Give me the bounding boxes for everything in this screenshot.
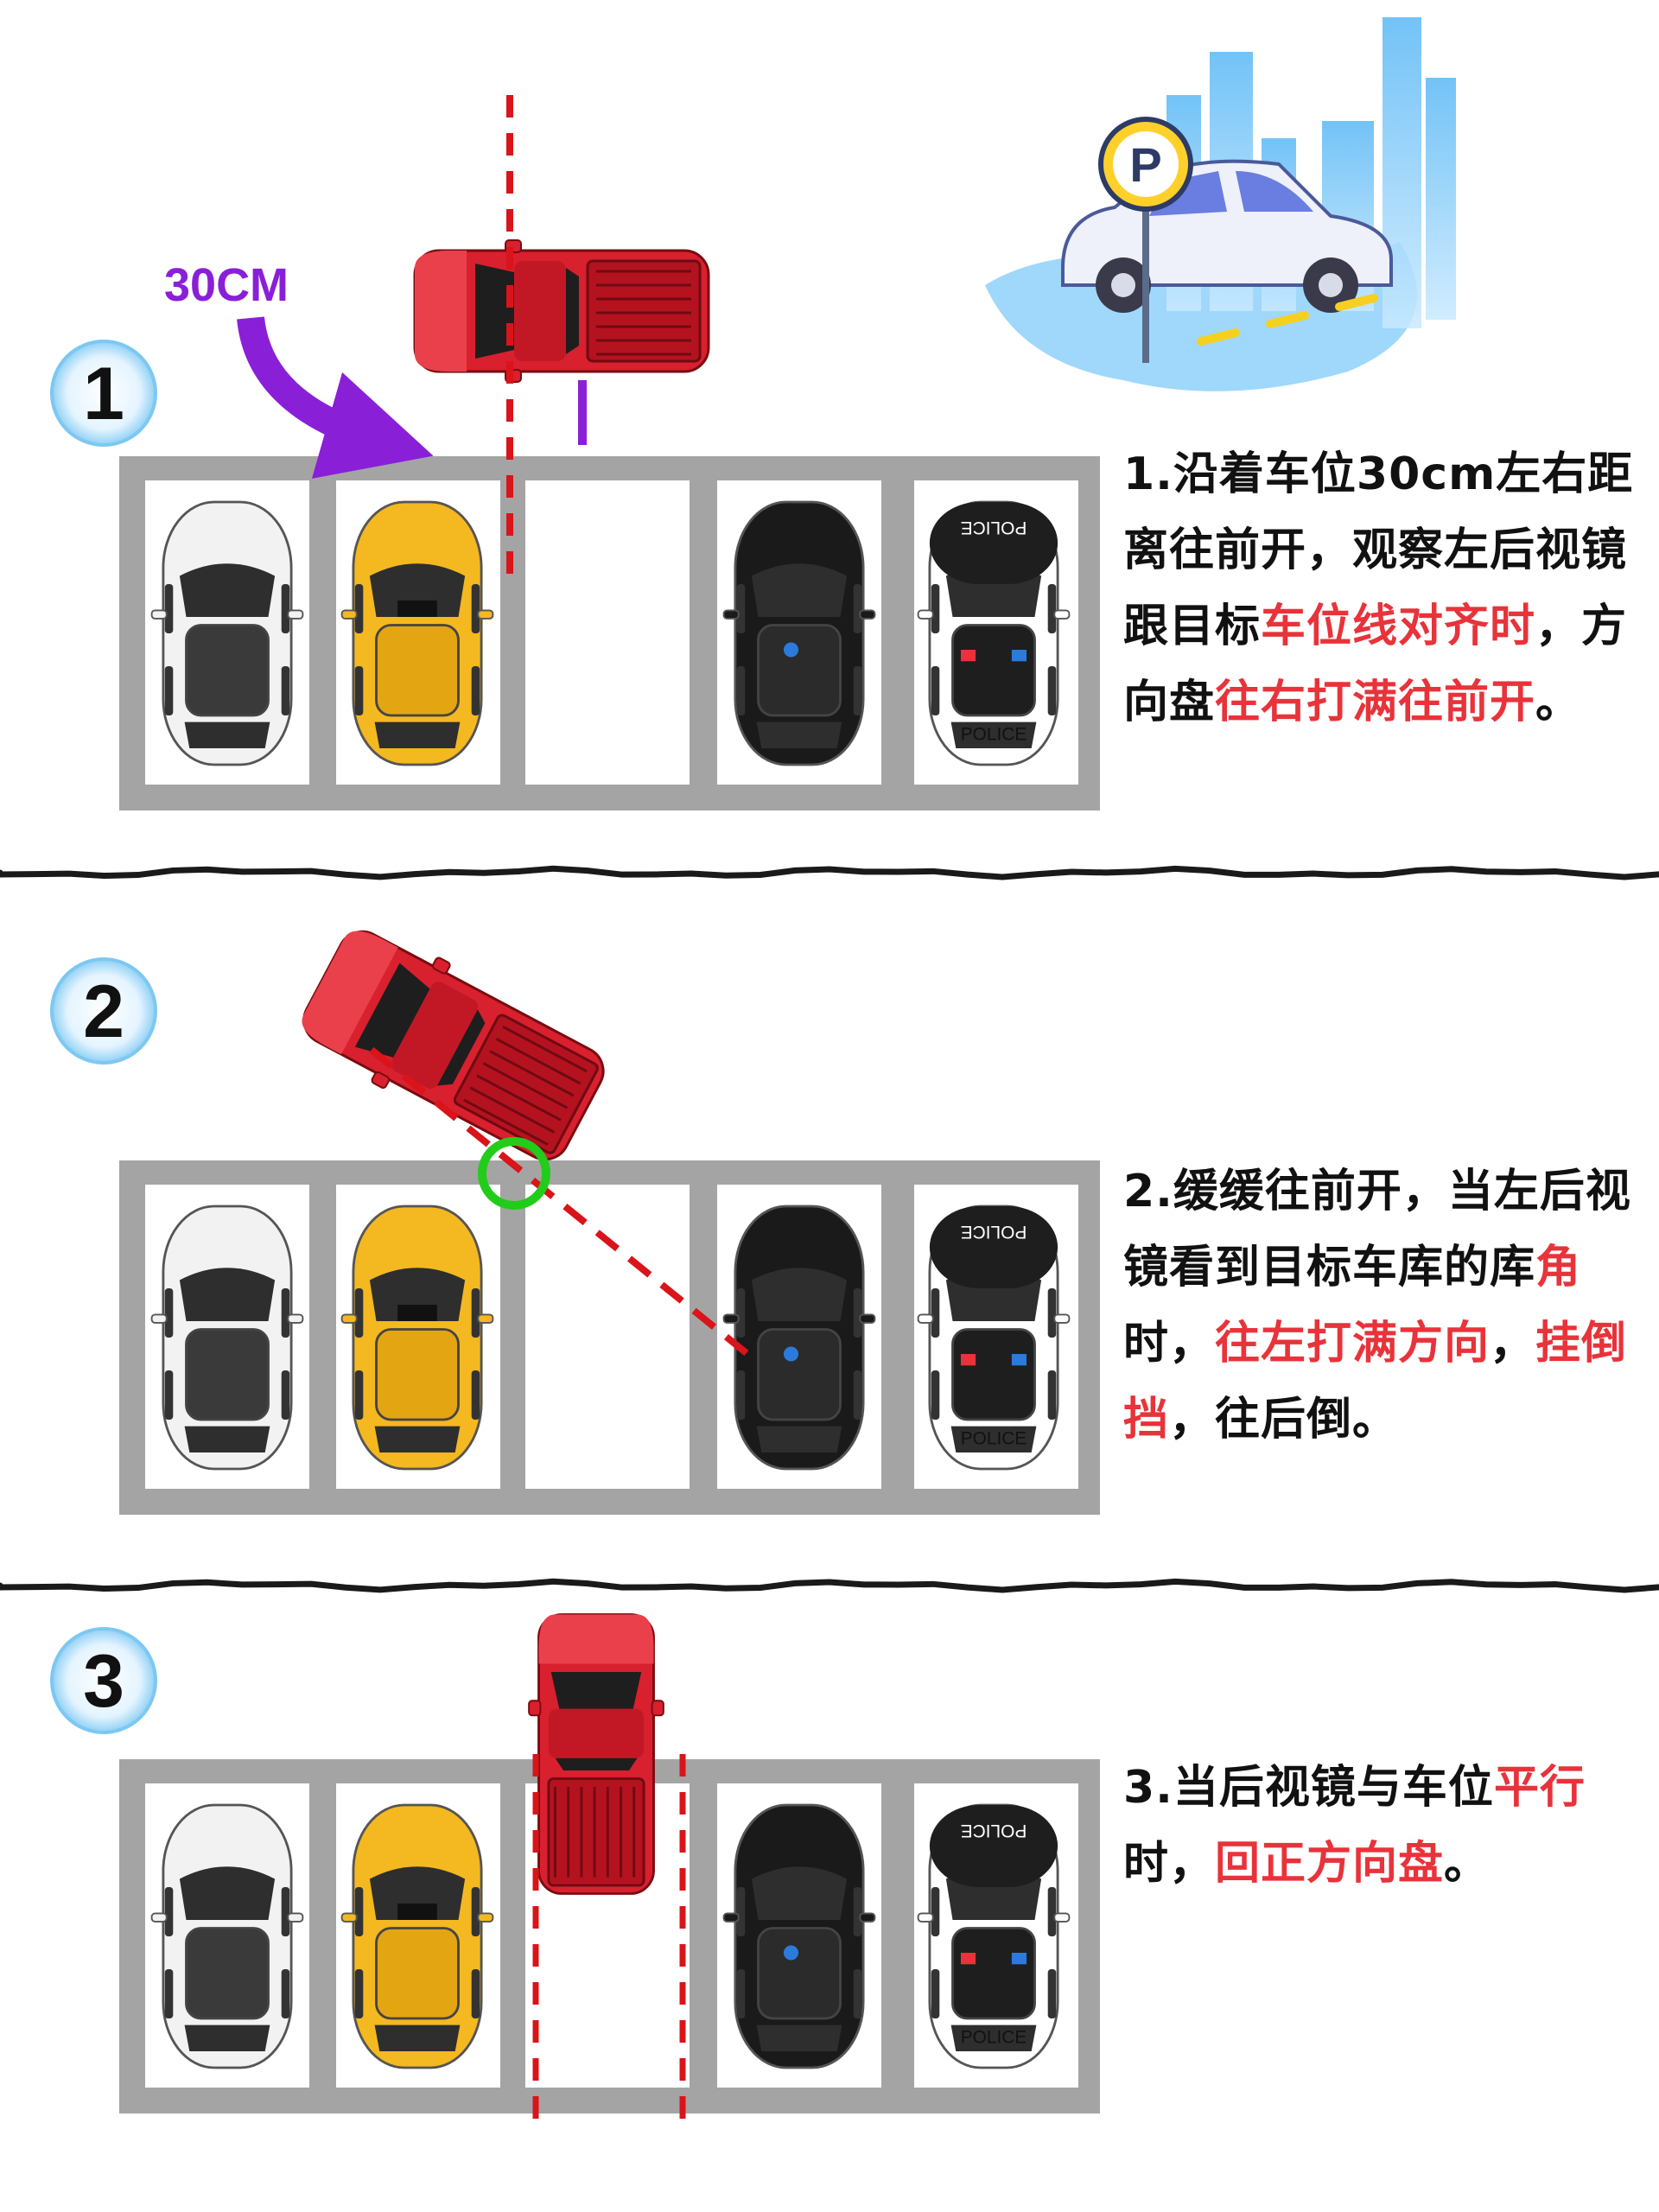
- police-car-hood: [929, 502, 1058, 584]
- parking-space: [525, 480, 690, 785]
- black-car: [722, 1803, 876, 2069]
- instruction-text: 时，: [1123, 1318, 1216, 1370]
- instruction-text: 时，: [1123, 1838, 1216, 1890]
- black-car-light: [783, 642, 799, 658]
- white-car: [150, 1205, 304, 1471]
- highlight-text: 角: [1535, 1242, 1582, 1294]
- road-marking: [1335, 294, 1378, 311]
- header-car-hub: [1319, 273, 1343, 297]
- highlight-text: 往左打满方向: [1215, 1318, 1491, 1370]
- black-car-shape: [722, 1205, 876, 1471]
- police-car-hood: [929, 1206, 1058, 1288]
- police-light-red: [961, 650, 976, 662]
- instruction-text: 。: [1535, 677, 1582, 728]
- white-car-shape: [150, 500, 304, 766]
- white-car-shape: [150, 1205, 304, 1471]
- road-marking: [1266, 311, 1309, 328]
- police-light-red: [961, 1953, 976, 1965]
- red-pickup-step-3: [527, 1613, 665, 1895]
- police-label-hood: POLICE: [961, 518, 1027, 537]
- step-1-instruction: 1.沿着车位30cm左右距离往前开，观察左后视镜跟目标车位线对齐时，方向盘往右打…: [1123, 436, 1642, 741]
- step-2-instruction: 2.缓缓往前开，当左后视镜看到目标车库的库角时，往左打满方向，挂倒挡，往后倒。: [1123, 1154, 1642, 1458]
- highlight-text: 挂倒挡: [1123, 1318, 1628, 1446]
- parking-sign-face: [1113, 131, 1179, 197]
- police-label-hood: POLICE: [961, 1821, 1027, 1840]
- step-badge-number: 2: [83, 970, 124, 1053]
- instruction-text: 3.当后视镜与车位: [1123, 1762, 1494, 1814]
- highlight-text: 平行: [1493, 1762, 1586, 1814]
- police-label: POLICE: [961, 2028, 1027, 2048]
- police-light-blue: [1011, 650, 1027, 662]
- police-lightbar: [961, 1354, 1027, 1366]
- instruction-text: ，: [1490, 1318, 1536, 1370]
- step-badge-number: 3: [83, 1640, 124, 1723]
- highlight-text: 往右打满往前开: [1215, 677, 1536, 728]
- header-car-hub: [1111, 273, 1135, 297]
- police-car-hood: [929, 1805, 1058, 1887]
- step-3-instruction: 3.当后视镜与车位平行时，回正方向盘。: [1123, 1750, 1642, 1902]
- police-car: POLICE POLICE: [917, 500, 1071, 766]
- police-lightbar: [961, 650, 1027, 662]
- parking-sign-letter: P: [1129, 137, 1161, 192]
- parking-space: [525, 1185, 690, 1489]
- black-car: [722, 500, 876, 766]
- section-divider: [0, 1578, 1659, 1593]
- building: [1426, 78, 1456, 320]
- section-divider: [0, 865, 1659, 880]
- red-pickup-step-1: [413, 238, 710, 384]
- step-badge-icon: [50, 957, 157, 1065]
- instruction-text: 。: [1444, 1838, 1491, 1890]
- taxi-car-shape: [340, 1803, 494, 2069]
- black-car-light: [783, 1346, 799, 1362]
- black-car-shape: [722, 1803, 876, 2069]
- taxi-car: [340, 1205, 494, 1471]
- police-car: POLICE POLICE: [917, 1803, 1071, 2069]
- taxi-sign: [397, 1904, 437, 1920]
- step-badge-number: 1: [83, 353, 124, 435]
- white-car: [150, 500, 304, 766]
- step-badge-icon: [50, 340, 157, 447]
- police-light-blue: [1011, 1953, 1027, 1965]
- red-pickup-step-2: [289, 912, 619, 1179]
- white-car-shape: [150, 1803, 304, 2069]
- police-light-blue: [1011, 1354, 1027, 1366]
- instruction-text: ，方向盘: [1123, 601, 1628, 728]
- police-lightbar: [961, 1953, 1027, 1965]
- instruction-text: 2.缓缓往前开，当左后视镜看到目标车库的库: [1123, 1166, 1631, 1294]
- lot-corner-marker: [478, 1137, 550, 1210]
- highlight-text: 车位线对齐时: [1261, 601, 1536, 652]
- taxi-sign: [397, 601, 437, 617]
- instruction-text: 1.沿着车位30cm左右距离往前开，观察左后视镜跟目标: [1123, 448, 1634, 652]
- white-car: [150, 1803, 304, 2069]
- turn-arrow-icon: [237, 315, 434, 479]
- police-light-red: [961, 1354, 976, 1366]
- taxi-car-shape: [340, 500, 494, 766]
- police-label: POLICE: [961, 725, 1027, 745]
- taxi-sign: [397, 1305, 437, 1321]
- black-car-light: [783, 1945, 799, 1961]
- taxi-car: [340, 1803, 494, 2069]
- road-marking: [1197, 328, 1240, 346]
- step-badge-icon: [50, 1627, 157, 1734]
- taxi-car: [340, 500, 494, 766]
- header-car-window: [1236, 171, 1313, 212]
- police-car: POLICE POLICE: [917, 1205, 1071, 1471]
- highlight-text: 回正方向盘: [1215, 1838, 1445, 1890]
- offset-label: 30CM: [164, 259, 289, 311]
- police-label: POLICE: [961, 1429, 1027, 1449]
- police-label-hood: POLICE: [961, 1222, 1027, 1242]
- black-car-shape: [722, 500, 876, 766]
- instruction-text: ，往后倒。: [1169, 1394, 1399, 1446]
- black-car: [722, 1205, 876, 1471]
- taxi-car-shape: [340, 1205, 494, 1471]
- sign-pole: [1142, 207, 1149, 363]
